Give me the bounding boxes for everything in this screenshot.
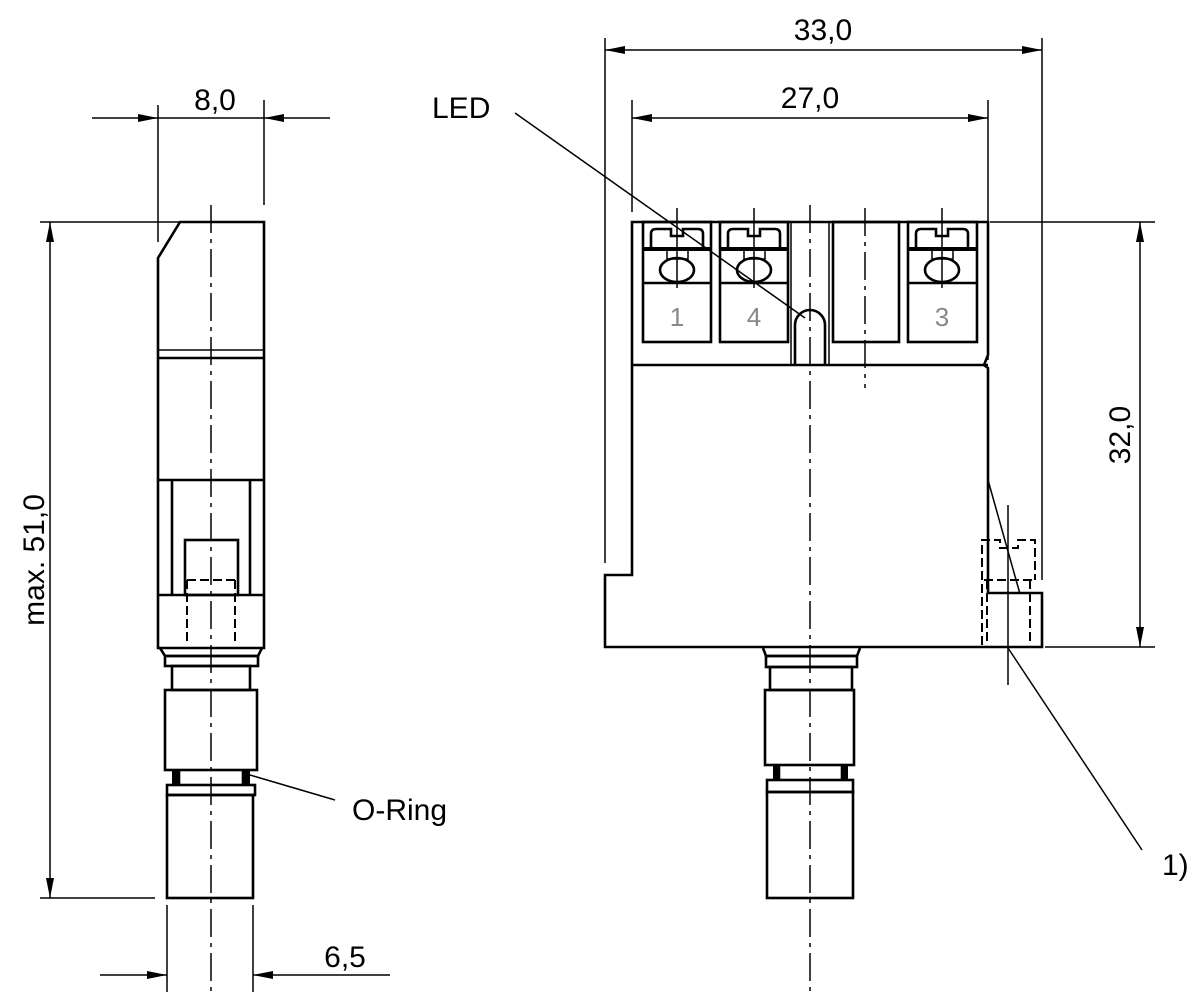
oring-right [243,770,250,785]
terminal-label-4: 4 [747,302,761,332]
terminal-3: 3 [906,208,979,344]
mounting-screw-hidden [981,539,1036,645]
oring-label: O-Ring [352,794,447,827]
terminal-label-3: 3 [935,302,949,332]
terminal-1: 1 [641,208,713,344]
oring-left [172,770,179,785]
dim-width-33: 33,0 [794,14,852,47]
led-label: LED [432,92,490,125]
side-cable-sleeve [165,793,255,900]
note-label: 1) [1162,849,1189,882]
oring-leader [249,774,336,801]
note-leader [1007,647,1143,851]
dim-cable-6-5: 6,5 [324,941,366,974]
terminal-blank [831,220,901,344]
dim-height-51: max. 51,0 [18,494,51,626]
dim-width-27: 27,0 [781,82,839,115]
dim-height-32: 32,0 [1104,406,1137,464]
front-view: 1 4 3 [432,14,1189,995]
side-body-outline [156,220,266,650]
dim-width-8: 8,0 [194,84,236,117]
terminal-label-1: 1 [670,302,684,332]
side-view: 8,0 max. 51,0 6,5 O-Ring [18,84,447,995]
led-leader [514,112,806,319]
terminal-4: 4 [718,208,790,344]
